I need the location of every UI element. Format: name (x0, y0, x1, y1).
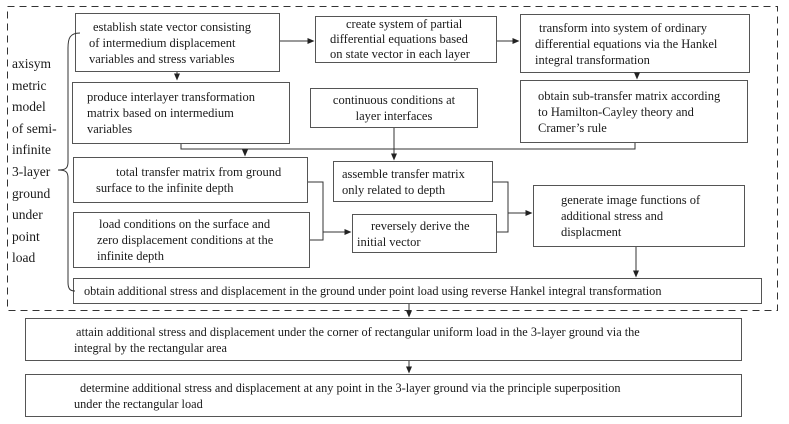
bracket-total-load (308, 181, 324, 241)
box-continuous-conditions: continuous conditions at layer interface… (310, 88, 478, 128)
box-create-pde-system-text: create system of partial differential eq… (330, 17, 470, 61)
box-obtain-sub-transfer-matrix: obtain sub-transfer matrix according to … (520, 80, 748, 143)
box-assemble-transfer-matrix: assemble transfer matrix only related to… (333, 161, 493, 202)
box-total-transfer-matrix: total transfer matrix from ground surfac… (73, 157, 308, 203)
box-assemble-transfer-matrix-text: assemble transfer matrix only related to… (342, 166, 465, 197)
box-continuous-conditions-text: continuous conditions at layer interface… (332, 93, 456, 123)
box-produce-interlayer-matrix-text: produce interlayer transformation matrix… (87, 90, 255, 136)
box-generate-image-functions: generate image functions of additional s… (533, 185, 745, 247)
box-obtain-additional-stress-point-load-text: obtain additional stress and displacemen… (84, 284, 662, 298)
box-transform-ode-system: transform into system of ordinary differ… (520, 14, 750, 73)
box-attain-corner-rectangular-load-text: attain additional stress and displacemen… (74, 324, 640, 355)
box-generate-image-functions-text: generate image functions of additional s… (561, 193, 701, 239)
box-determine-any-point: determine additional stress and displace… (25, 374, 742, 417)
box-determine-any-point-text: determine additional stress and displace… (74, 380, 621, 411)
box-obtain-additional-stress-point-load: obtain additional stress and displacemen… (73, 278, 762, 304)
box-produce-interlayer-matrix: produce interlayer transformation matrix… (72, 82, 290, 144)
box-transform-ode-system-text: transform into system of ordinary differ… (535, 20, 718, 67)
box-establish-state-vector-text: establish state vector consisting of int… (89, 19, 251, 66)
box-load-conditions-text: load conditions on the surface and zero … (97, 217, 274, 263)
box-load-conditions: load conditions on the surface and zero … (73, 212, 310, 268)
model-side-label: axisym metric model of semi- infinite 3-… (12, 56, 57, 266)
box-reversely-derive-initial-vector: reversely derive the initial vector (352, 214, 497, 253)
box-attain-corner-rectangular-load: attain additional stress and displacemen… (25, 318, 742, 361)
box-reversely-derive-initial-vector-text: reversely derive the initial vector (357, 218, 470, 249)
box-create-pde-system: create system of partial differential eq… (315, 16, 497, 63)
box-establish-state-vector: establish state vector consisting of int… (75, 13, 280, 72)
box-obtain-sub-transfer-matrix-text: obtain sub-transfer matrix according to … (538, 88, 721, 135)
box-total-transfer-matrix-text: total transfer matrix from ground surfac… (96, 165, 282, 195)
